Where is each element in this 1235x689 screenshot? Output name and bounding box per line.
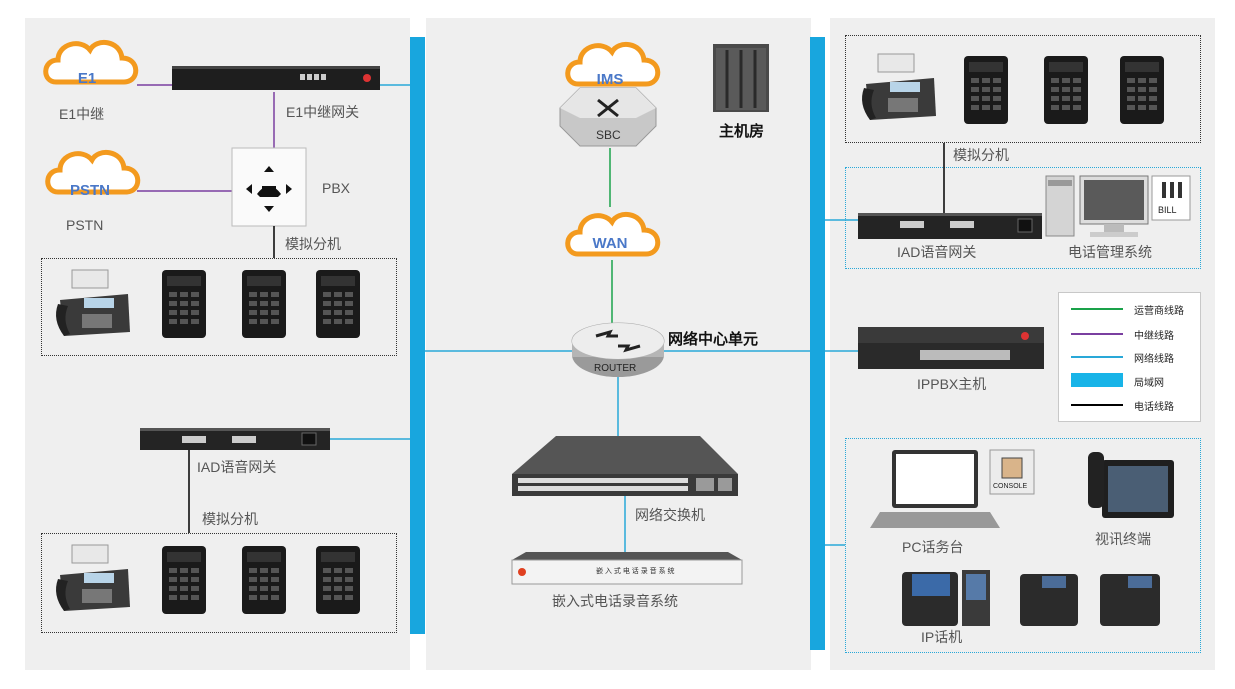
- recorder-device: [511, 552, 743, 585]
- lan-bar-right: [810, 37, 825, 650]
- right-iad-label: IAD语音网关: [897, 244, 977, 260]
- bill-tag: BILL: [1158, 205, 1177, 215]
- right-analog-ext-label: 模拟分机: [953, 147, 1009, 163]
- router-device: [571, 322, 665, 377]
- left-analog-ext-top-label: 模拟分机: [285, 236, 341, 252]
- left-iad-gateway-device: [140, 428, 330, 450]
- legend-swatch-carrier: [1071, 308, 1123, 310]
- pc-console-laptop-device: [870, 450, 1000, 528]
- server-room-label: 主机房: [719, 123, 765, 140]
- e1-gateway-label: E1中继网关: [286, 104, 360, 120]
- pstn-label: PSTN: [66, 217, 104, 233]
- network-switch-device: [512, 436, 738, 496]
- switch-label: 网络交换机: [635, 507, 705, 523]
- server-room-icon: [713, 44, 769, 112]
- recorder-label: 嵌入式电话录音系统: [552, 593, 678, 609]
- sbc-label: SBC: [596, 128, 621, 142]
- legend-swatch-phone: [1071, 404, 1123, 406]
- ippbx-device: [858, 327, 1044, 369]
- legend: 运营商线路 中继线路 网络线路 局域网 电话线路: [1058, 292, 1201, 422]
- e1-gateway-device: [172, 66, 380, 90]
- left-analog-ext-bottom-label: 模拟分机: [202, 511, 258, 527]
- left-analog-phones-box-bottom: [41, 533, 397, 633]
- sbc-device: [559, 87, 657, 147]
- console-tag: CONSOLE: [993, 483, 1028, 490]
- billing-system-label: 电话管理系统: [1068, 244, 1152, 260]
- legend-label-network: 网络线路: [1134, 354, 1174, 365]
- ip-phone-mid: [1020, 574, 1078, 626]
- recorder-panel-text: 嵌 入 式 电 话 录 音 系 统: [596, 568, 675, 575]
- e1-trunk-label: E1中继: [59, 106, 105, 122]
- legend-label-carrier: 运营商线路: [1134, 306, 1184, 317]
- video-terminal-device: [1088, 452, 1174, 518]
- pc-console-label: PC话务台: [902, 539, 964, 555]
- left-analog-phones-box-top: [41, 258, 397, 356]
- network-center-label: 网络中心单元: [668, 331, 759, 348]
- ippbx-label: IPPBX主机: [917, 376, 987, 392]
- legend-label-lan: 局域网: [1134, 378, 1164, 389]
- legend-swatch-network: [1071, 356, 1123, 358]
- legend-label-phone: 电话线路: [1134, 402, 1174, 413]
- wan-cloud-label: WAN: [592, 235, 628, 252]
- pbx-label: PBX: [322, 180, 351, 196]
- right-ip-terminals-box: [845, 438, 1201, 653]
- right-iad-billing-box: [845, 167, 1201, 269]
- legend-label-trunk: 中继线路: [1134, 331, 1174, 342]
- ims-cloud-label: IMS: [596, 71, 624, 88]
- ip-phone-right: [1100, 574, 1160, 626]
- ip-phone-label: IP话机: [921, 629, 963, 645]
- ip-phone-large: [902, 570, 990, 626]
- router-label: ROUTER: [594, 363, 637, 374]
- right-iad-gateway-device: [858, 213, 1042, 239]
- right-analog-phones-box: [845, 35, 1201, 143]
- video-terminal-label: 视讯终端: [1095, 531, 1151, 547]
- lan-bar-left: [410, 37, 425, 634]
- pbx-device: [231, 147, 307, 227]
- legend-swatch-lan: [1071, 373, 1123, 387]
- console-icon: [989, 449, 1035, 495]
- left-iad-label: IAD语音网关: [197, 459, 277, 475]
- e1-cloud-label: E1: [77, 70, 97, 87]
- legend-swatch-trunk: [1071, 333, 1123, 335]
- pstn-cloud-label: PSTN: [69, 182, 110, 199]
- billing-computer-device: [1045, 175, 1191, 237]
